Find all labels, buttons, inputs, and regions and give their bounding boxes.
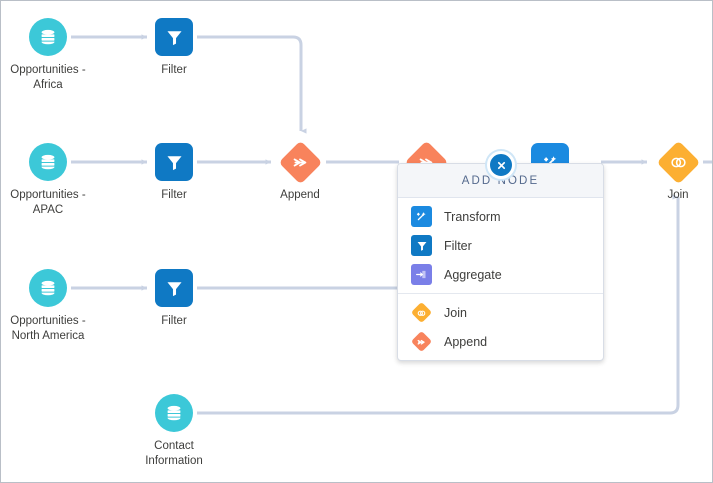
funnel-icon [155,269,193,307]
funnel-icon [155,143,193,181]
node-label: Filter [161,189,187,201]
node-glyph[interactable] [26,266,70,310]
menu-group-primary: Transform Filter Aggre [398,198,603,293]
database-icon [29,143,67,181]
node-glyph[interactable] [656,140,700,184]
wand-icon [411,206,432,227]
node-glyph[interactable] [152,140,196,184]
node-glyph[interactable] [152,15,196,59]
node-label: Join [667,189,689,201]
menu-item-label: Filter [444,238,472,253]
database-icon [29,269,67,307]
close-icon[interactable] [487,151,515,179]
node-label: Append [280,189,320,201]
append-icon [278,140,322,184]
database-icon [29,18,67,56]
node-label: Opportunities - Africa [10,64,86,91]
node-label: Filter [161,315,187,327]
menu-group-secondary: Join Append [398,293,603,360]
append-icon-wrap [410,330,433,353]
menu-item-transform[interactable]: Transform [398,202,603,231]
funnel-icon [411,235,432,256]
menu-item-label: Transform [444,209,501,224]
join-icon [410,301,433,324]
menu-item-filter[interactable]: Filter [398,231,603,260]
append-icon [410,330,433,353]
edge-filter-africa-append [197,35,307,134]
node-glyph[interactable] [152,266,196,310]
join-icon [656,140,700,184]
add-node-menu[interactable]: ADD NODE Transform Filte [397,163,604,361]
aggregate-icon [411,264,432,285]
node-label: Opportunities - North America [10,315,86,342]
node-label: Opportunities - APAC [10,189,86,216]
node-glyph[interactable] [26,15,70,59]
node-glyph[interactable] [278,140,322,184]
node-label: Contact Information [145,440,203,467]
menu-item-append[interactable]: Append [398,327,603,356]
menu-item-label: Append [444,334,488,349]
node-glyph[interactable] [26,140,70,184]
node-label: Filter [161,64,187,76]
node-glyph[interactable] [152,391,196,435]
menu-item-label: Aggregate [444,267,502,282]
join-icon-wrap [410,301,433,324]
menu-item-label: Join [444,305,467,320]
menu-item-aggregate[interactable]: Aggregate [398,260,603,289]
funnel-icon [155,18,193,56]
database-icon [155,394,193,432]
menu-item-join[interactable]: Join [398,298,603,327]
